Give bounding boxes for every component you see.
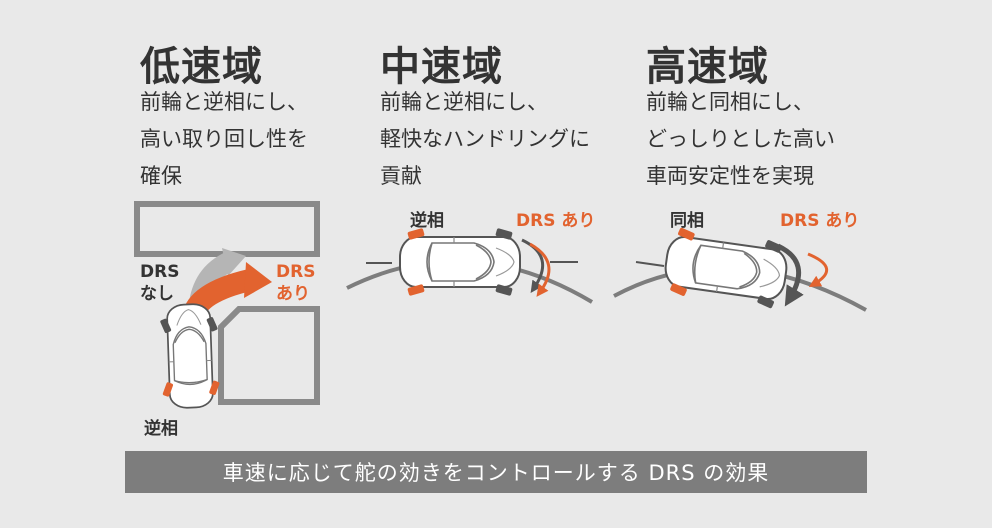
high-speed-description: 前輪と同相にし、 どっしりとした高い 車両安定性を実現: [646, 84, 835, 195]
low-speed-description: 前輪と逆相にし、 高い取り回し性を 確保: [140, 84, 308, 195]
mid-front-right-tire: [495, 284, 513, 296]
high-front-left-tire: [765, 240, 782, 253]
high-speed-title: 高速域: [646, 44, 769, 90]
low-speed-car: [160, 302, 220, 410]
mid-phase-label: 逆相: [410, 211, 444, 231]
footer-caption: 車速に応じて舵の効きをコントロールする DRS の効果: [125, 451, 867, 493]
mid-speed-scene: [346, 228, 594, 304]
rear-right-tire: [209, 380, 220, 396]
low-drs-off-line-1: DRS: [140, 262, 180, 282]
high-drs-label: DRS あり: [780, 211, 860, 231]
high-rear-guide: [635, 261, 665, 267]
high-speed-car: [662, 227, 790, 309]
high-front-right-tire: [757, 295, 774, 309]
mid-speed-description: 前輪と逆相にし、 軽快なハンドリングに 貢献: [380, 84, 590, 195]
high-desc-line-2: どっしりとした高い: [646, 127, 835, 151]
low-drs-off-label: DRS なし: [140, 261, 179, 305]
mid-drs-arrow: [529, 242, 551, 297]
high-yaw-arrow: [776, 243, 804, 307]
mid-speed-car: [399, 228, 521, 296]
front-left-tire: [160, 318, 172, 334]
mid-speed-title: 中速域: [380, 44, 503, 90]
mid-front-left-tire: [495, 228, 513, 240]
low-drs-on-line-1: DRS: [276, 262, 316, 282]
mid-rear-left-tire: [407, 228, 425, 240]
mid-desc-line-2: 軽快なハンドリングに: [380, 127, 590, 151]
mid-rear-right-tire: [407, 284, 425, 296]
low-speed-scene: [134, 201, 320, 410]
rear-left-tire: [162, 382, 174, 397]
low-desc-line-3: 確保: [140, 164, 182, 188]
low-speed-title: 低速域: [140, 44, 263, 90]
mid-desc-line-1: 前輪と逆相にし、: [380, 90, 548, 114]
low-drs-on-label: DRS あり: [276, 261, 315, 305]
top-wall: [134, 201, 320, 257]
mid-yaw-arrow: [521, 238, 544, 293]
low-drs-off-line-2: なし: [140, 284, 174, 304]
drs-on-arrowhead: [244, 262, 272, 298]
mid-desc-line-3: 貢献: [380, 164, 422, 188]
low-desc-line-2: 高い取り回し性を: [140, 127, 308, 151]
high-rear-left-tire: [678, 227, 695, 241]
mid-drs-label: DRS あり: [516, 211, 596, 231]
front-right-tire: [206, 317, 218, 332]
high-rear-right-tire: [670, 283, 687, 296]
high-speed-scene: [613, 227, 867, 312]
high-desc-line-1: 前輪と同相にし、: [646, 90, 814, 114]
corner-wall: [218, 306, 320, 405]
high-drs-arrow: [807, 252, 828, 287]
high-phase-label: 同相: [670, 211, 704, 231]
low-phase-label: 逆相: [144, 419, 178, 439]
low-desc-line-1: 前輪と逆相にし、: [140, 90, 308, 114]
low-drs-on-line-2: あり: [276, 284, 310, 304]
high-desc-line-3: 車両安定性を実現: [646, 164, 814, 188]
drs-off-arrowhead: [222, 248, 246, 276]
